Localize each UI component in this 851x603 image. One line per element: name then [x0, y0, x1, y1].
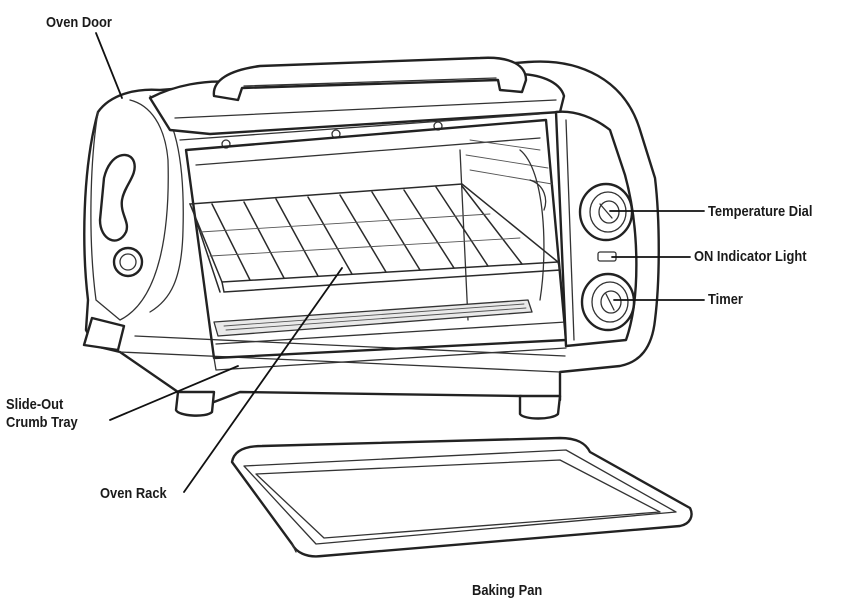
- oven-door: [148, 56, 566, 149]
- oven-cavity: [184, 118, 568, 371]
- label-temperature-dial: Temperature Dial: [708, 203, 813, 220]
- leader-oven-door: [95, 32, 123, 99]
- control-panel: [554, 110, 638, 348]
- label-crumb-tray-line-2: Crumb Tray: [6, 414, 78, 431]
- label-crumb-tray-line-1: Slide-Out: [6, 396, 64, 413]
- baking-pan: [230, 436, 693, 558]
- label-oven-door: Oven Door: [46, 14, 112, 31]
- label-oven-rack: Oven Rack: [100, 485, 167, 502]
- label-timer: Timer: [708, 291, 743, 308]
- temperature-dial: [578, 182, 634, 242]
- leader-oven-rack: [183, 267, 343, 493]
- label-baking-pan: Baking Pan: [472, 582, 543, 599]
- leader-lines: [95, 32, 705, 493]
- timer-dial: [580, 272, 636, 332]
- leader-crumb-tray: [109, 365, 239, 421]
- label-on-indicator-light: ON Indicator Light: [694, 248, 807, 265]
- label-slide-out-crumb-tray: Slide-Out Crumb Tray: [6, 396, 78, 432]
- oven-rack: [188, 183, 561, 293]
